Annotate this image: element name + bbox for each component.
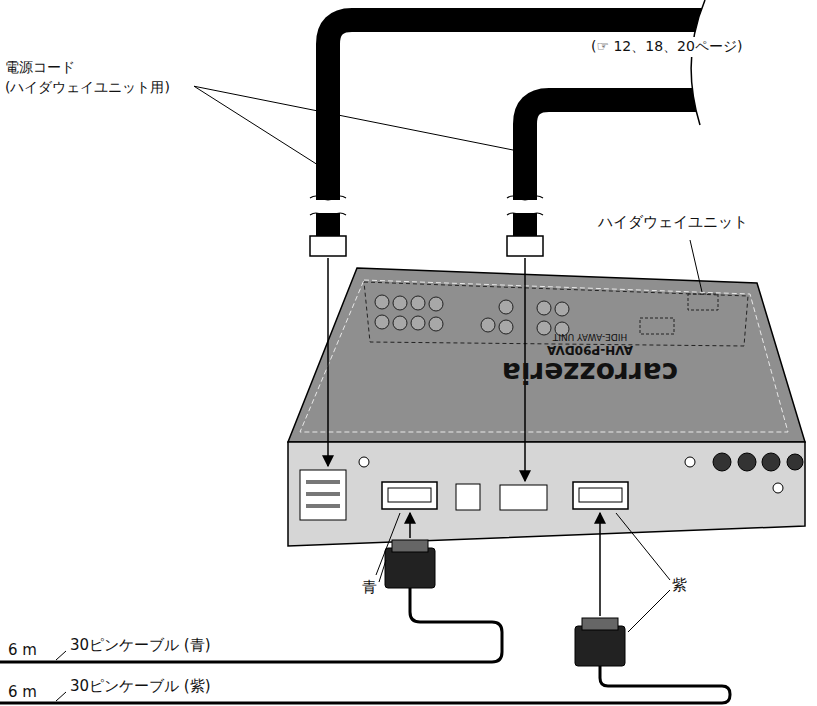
socket-purple	[573, 482, 628, 509]
power-connector	[500, 485, 547, 510]
color-label: 青	[362, 577, 377, 598]
cord-plug	[310, 236, 346, 256]
part-label: 30ピンケーブル (紫)	[70, 676, 211, 697]
model-name: AVH-P90DVA	[547, 344, 633, 356]
leader-line	[56, 240, 702, 701]
part-label: 電源コード (ハイダウェイユニット用)	[5, 58, 190, 97]
cable	[0, 588, 730, 703]
cut-line	[691, 0, 705, 125]
socket-blue	[382, 482, 437, 509]
connector-pins	[306, 480, 340, 508]
back-connector	[640, 318, 674, 334]
leader-line	[194, 86, 513, 150]
back-jacks	[375, 295, 569, 336]
leader-line	[194, 86, 318, 165]
cut-mask	[691, 0, 817, 125]
part-label: ハイダウェイユニット	[598, 212, 748, 233]
small-connector	[456, 484, 480, 510]
power-connector	[300, 470, 346, 520]
rca-jacks	[713, 453, 803, 471]
part-label: 30ピンケーブル (青)	[70, 635, 211, 656]
unit-front	[288, 442, 805, 546]
screw	[773, 483, 783, 493]
brand-logo: carrozzeria	[502, 358, 678, 386]
unit-name: HIDE-AWAY UNIT	[553, 332, 627, 341]
cable-plug	[385, 540, 625, 666]
screw	[359, 457, 369, 467]
socket-inner	[579, 488, 622, 502]
back-panel	[364, 282, 748, 346]
cord-plug	[507, 236, 543, 256]
unit-top	[288, 268, 805, 442]
screw	[685, 457, 695, 467]
dashed-outline	[300, 280, 788, 432]
insert-arrow	[328, 258, 600, 616]
power-cord	[328, 20, 760, 238]
cord-break	[310, 196, 543, 217]
back-connector	[688, 294, 718, 310]
page-reference: (☞ 12、18、20ページ)	[588, 37, 745, 57]
socket-inner	[388, 488, 431, 502]
leader-line	[194, 86, 513, 165]
dimension: 6 m	[8, 640, 37, 661]
color-label: 紫	[672, 575, 687, 596]
dimension: 6 m	[8, 682, 37, 703]
